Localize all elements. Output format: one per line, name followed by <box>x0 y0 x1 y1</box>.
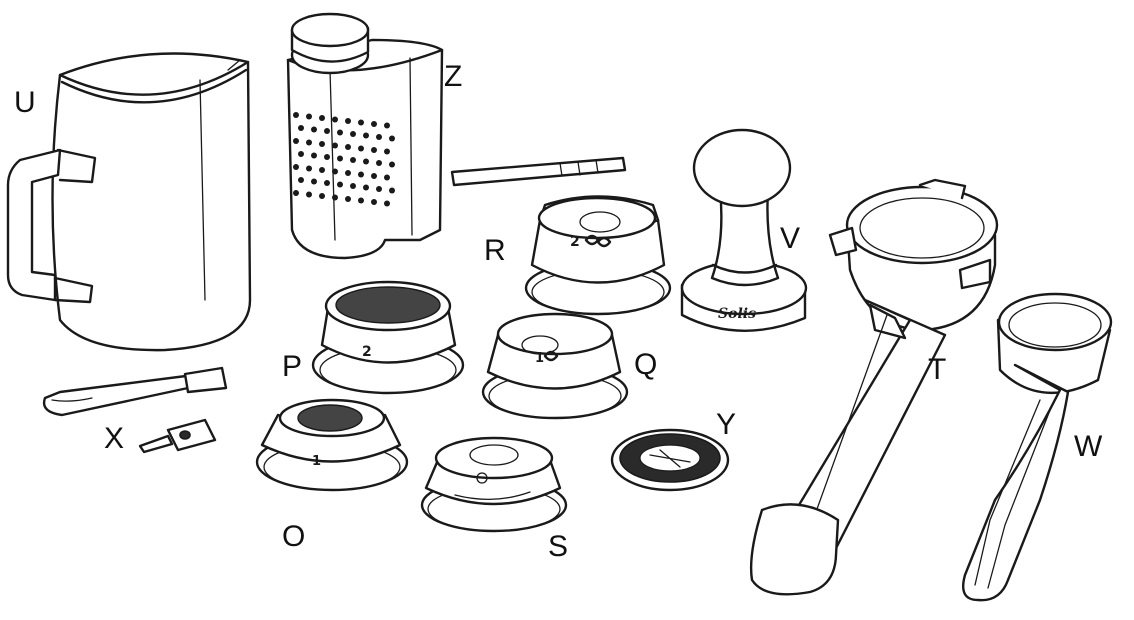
filter-hole <box>311 178 317 185</box>
label-T: T <box>928 353 947 386</box>
filter-hole <box>311 126 317 133</box>
basket-q: 1 <box>481 312 629 420</box>
filter-hole <box>293 190 299 196</box>
filter-hole <box>293 112 299 118</box>
filter-hole <box>345 196 351 202</box>
filter-holes <box>293 112 395 207</box>
svg-text:1: 1 <box>312 454 321 469</box>
filter-hole <box>319 193 325 199</box>
basket-p: 2 <box>311 280 465 395</box>
filter-hole <box>293 164 299 170</box>
filter-hole <box>337 181 343 188</box>
label-Z: Z <box>444 60 463 93</box>
filter-hole <box>298 125 304 131</box>
filter-hole <box>358 171 364 178</box>
portafilter: Solis <box>749 178 999 596</box>
filter-hole <box>363 158 369 165</box>
filter-hole <box>332 168 338 175</box>
filter-hole <box>371 147 377 153</box>
filter-hole <box>324 180 330 186</box>
label-S: S <box>548 530 569 563</box>
filter-hole <box>371 173 377 179</box>
filter-hole <box>389 187 395 194</box>
label-O: O <box>282 520 306 553</box>
filter-hole <box>319 167 325 173</box>
filter-hole <box>293 138 299 144</box>
filter-hole <box>389 161 395 168</box>
label-W: W <box>1074 430 1103 463</box>
filter-hole <box>337 129 343 136</box>
filter-hole <box>363 184 369 191</box>
filter-hole <box>376 160 382 166</box>
filter-hole <box>350 183 356 189</box>
filter-hole <box>384 122 390 129</box>
filter-hole <box>306 113 312 120</box>
filter-hole <box>358 145 364 152</box>
filter-hole <box>358 119 364 126</box>
filter-hole <box>358 197 364 204</box>
pin-tool <box>138 418 217 454</box>
filter-hole <box>384 148 390 155</box>
label-Q: Q <box>634 348 658 381</box>
filter-hole <box>324 154 330 160</box>
filter-hole <box>337 155 343 162</box>
measuring-scoop <box>961 292 1113 602</box>
filter-hole <box>350 131 356 137</box>
filter-hole <box>371 121 377 127</box>
filter-hole <box>345 170 351 176</box>
tamper-logo: Solis <box>718 306 756 322</box>
filter-hole <box>311 152 317 159</box>
filter-hole <box>332 142 338 149</box>
filter-hole <box>345 118 351 124</box>
filter-hole <box>332 116 338 123</box>
filter-hole <box>306 191 312 198</box>
filter-hole <box>324 128 330 134</box>
filter-hole <box>376 134 382 140</box>
basket-r: 2 <box>524 195 672 316</box>
label-P: P <box>282 350 303 383</box>
filter-hole <box>384 200 390 207</box>
basket-o: 1 <box>255 398 409 492</box>
filter-hole <box>389 135 395 142</box>
filter-hole <box>306 165 312 172</box>
tamper: Solis <box>680 128 808 332</box>
silicone-disc <box>610 428 730 492</box>
filter-hole <box>319 141 325 147</box>
filter-hole <box>350 157 356 163</box>
label-U: U <box>14 86 36 119</box>
filter-hole <box>306 139 312 146</box>
label-X: X <box>104 422 125 455</box>
filter-hole <box>319 115 325 121</box>
milk-jug <box>6 52 252 352</box>
basket-s <box>420 436 568 533</box>
svg-text:2: 2 <box>570 234 580 250</box>
filter-hole <box>371 199 377 205</box>
filter-hole <box>298 151 304 157</box>
filter-hole <box>384 174 390 181</box>
filter-hole <box>363 132 369 139</box>
filter-hole <box>332 194 338 201</box>
svg-text:2: 2 <box>362 344 372 360</box>
label-R: R <box>484 234 506 267</box>
filter-hole <box>345 144 351 150</box>
test-strip <box>450 156 627 187</box>
svg-text:1: 1 <box>535 351 544 366</box>
filter-hole <box>298 177 304 183</box>
cleaning-brush <box>42 366 228 417</box>
water-filter <box>286 12 444 260</box>
label-Y: Y <box>716 408 737 441</box>
filter-hole <box>376 186 382 192</box>
label-V: V <box>780 222 801 255</box>
